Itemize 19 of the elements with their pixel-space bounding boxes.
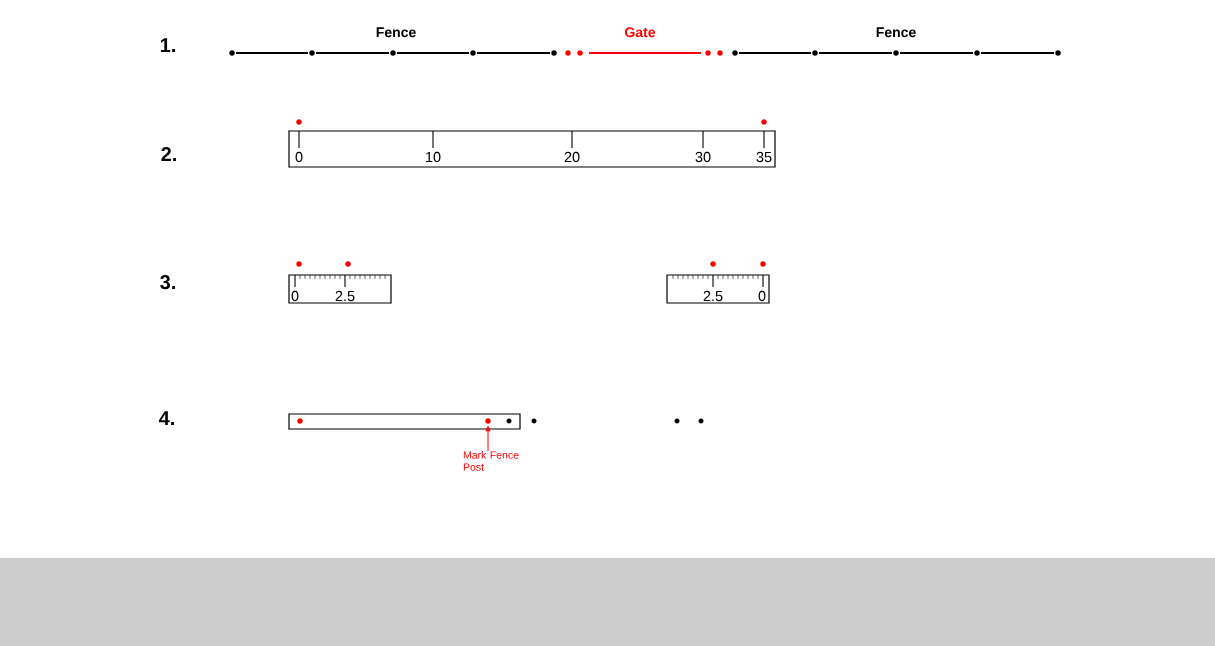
tick-label: 35 — [756, 151, 772, 163]
leader-arrow — [485, 426, 491, 452]
tick-label: 20 — [564, 151, 580, 163]
tick-label: 2.5 — [703, 290, 723, 302]
row-number: 1. — [160, 38, 175, 52]
tick-label: 10 — [426, 151, 441, 163]
segment-label: Fence — [376, 27, 416, 38]
tick-label: 30 — [695, 151, 711, 163]
segment-label: Fence — [876, 27, 916, 38]
tick-label: 0 — [291, 290, 299, 302]
tick-label: 2.5 — [335, 290, 355, 302]
row-number: 2. — [161, 147, 176, 161]
tick-label: 0 — [295, 151, 303, 163]
tick-label: 0 — [758, 290, 766, 302]
callout-text: Mark Fence Post — [463, 451, 519, 471]
row-number: 4. — [158, 411, 174, 425]
strip-box — [288, 413, 521, 430]
segment-label: Gate — [625, 27, 656, 38]
row-number: 3. — [160, 275, 175, 290]
